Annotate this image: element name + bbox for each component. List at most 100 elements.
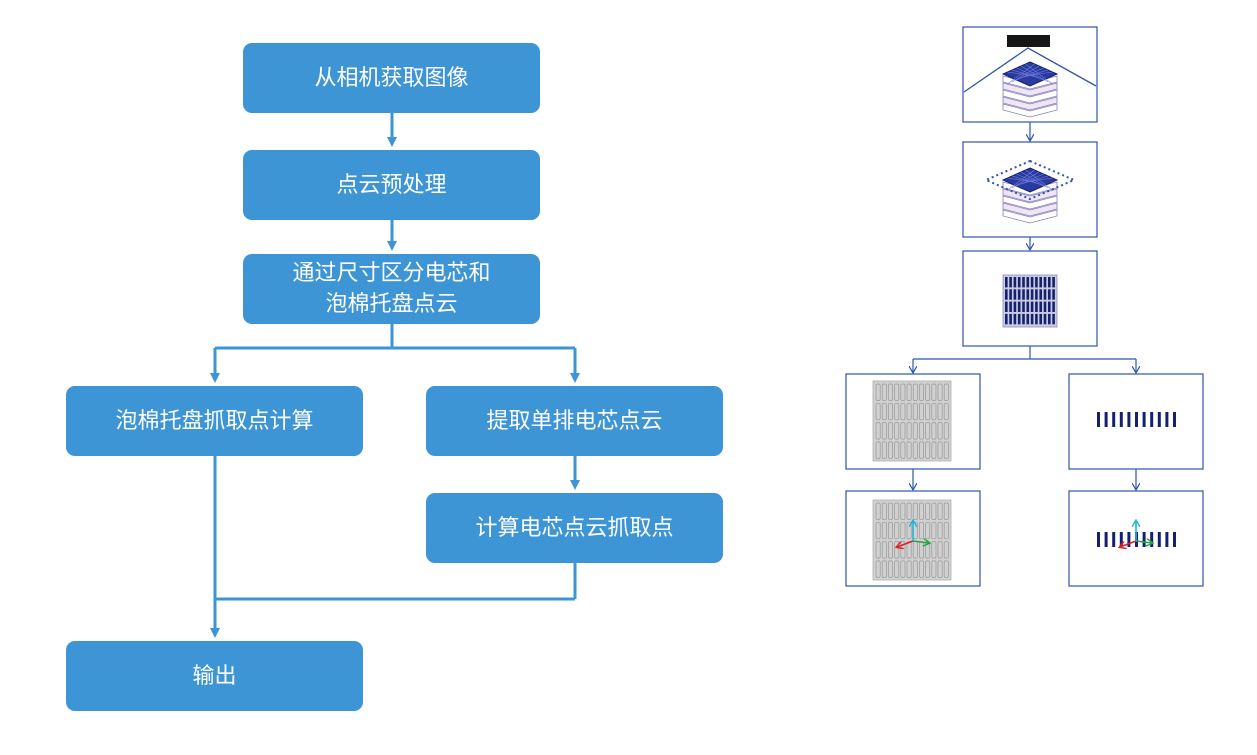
tray-slot [894,560,900,578]
tray-slot [943,560,949,578]
cell-grid-line [1016,173,1044,187]
tray-slot [881,402,887,421]
grid-cell [1026,313,1030,325]
cell-grid-line [1016,67,1044,81]
tray-slot [912,383,918,401]
tray-slot [919,502,924,520]
tray-slot [888,441,893,459]
tray-slot [937,560,943,578]
tray-layer [1002,195,1058,210]
stacked-tray-icon [1001,61,1059,118]
stacked-tray-cloud-icon [983,159,1077,224]
grid-cell [1005,277,1008,288]
tray-slot [943,441,949,459]
grid-cell [1048,289,1051,300]
grid-cell [1026,289,1030,300]
tray-slot [943,383,949,401]
tray-slot [906,402,912,421]
row-cell [1119,412,1123,427]
tray-slot [937,402,943,421]
tray-slot [888,422,893,440]
node-acquire-image-label: 从相机获取图像 [314,65,469,91]
grid-cell [1035,289,1038,300]
tray-slot [881,441,887,459]
grid-cell [1005,313,1008,325]
grid-cell [1052,313,1055,325]
tray-slot [919,402,924,421]
row-cell [1165,412,1169,427]
tray-layer [1002,202,1058,217]
grid-cell [1017,289,1021,300]
tray-slot [875,541,881,559]
grid-cell [1043,301,1047,312]
row-grasp-axes-icon [1120,521,1152,547]
tray-slot [894,383,900,401]
tray-layer [1002,96,1058,111]
tray-slot [888,402,893,421]
grid-cell [1009,301,1012,312]
tray-slot [888,383,893,401]
grid-cell [1048,313,1051,325]
tray-slot [931,560,937,578]
grid-cell [1030,289,1034,300]
tray-slot [912,402,918,421]
cell-grid-top-view [1002,274,1058,328]
tray-slot [900,560,906,578]
tray-slot [881,560,887,578]
grid-cell [1013,313,1017,325]
row-cell [1150,412,1154,427]
node-foam-grasp: 泡棉托盘抓取点计算 [66,386,363,456]
tray-slot [875,422,881,440]
tray-slot [925,402,931,421]
tray-slot [931,441,937,459]
tray-slot [906,422,912,440]
row-cell [1173,532,1176,547]
cell-grid-line [1020,171,1049,189]
row-cell [1142,532,1146,547]
tray-slot [925,502,931,520]
grasp-axes-icon [897,521,929,547]
row-cell [1157,412,1161,427]
grid-cell [1013,301,1017,312]
tray-slot [943,402,949,421]
grid-cell [1026,277,1030,288]
tray-slot [888,502,893,520]
node-extract-row: 提取单排电芯点云 [426,386,723,456]
grid-cell [1048,277,1051,288]
tray-slot [900,441,906,459]
cell-grid-line [1011,65,1040,83]
grid-cell [1013,277,1017,288]
tray-slot [937,521,943,540]
tray-slot [875,521,881,540]
tray-slot [900,502,906,520]
tray-slot [912,441,918,459]
grid-cell [1022,289,1025,300]
tray-slot [925,441,931,459]
grid-cell [1005,289,1008,300]
tray-slot [931,521,937,540]
grid-cell [1005,301,1008,312]
tray-slot [875,383,881,401]
row-cell [1104,532,1108,547]
tray-slot [888,541,893,559]
row-cell [1173,412,1176,427]
grid-cell [1039,313,1042,325]
grid-cell [1039,277,1042,288]
node-output-label: 输出 [192,663,237,689]
node-foam-grasp-label: 泡棉托盘抓取点计算 [115,408,314,434]
cell-grid-line [1007,63,1035,85]
tray-slot [881,422,887,440]
row-cell [1127,532,1131,547]
tray-slot [931,541,937,559]
tray-slot [931,383,937,401]
tray-slot [937,383,943,401]
tray-layer [1002,103,1058,118]
tray-slot [875,502,881,520]
grid-cell [1052,301,1055,312]
tray-slot [894,422,900,440]
tray-slot [937,441,943,459]
tray-layer [1002,82,1058,97]
tray-slot [894,402,900,421]
